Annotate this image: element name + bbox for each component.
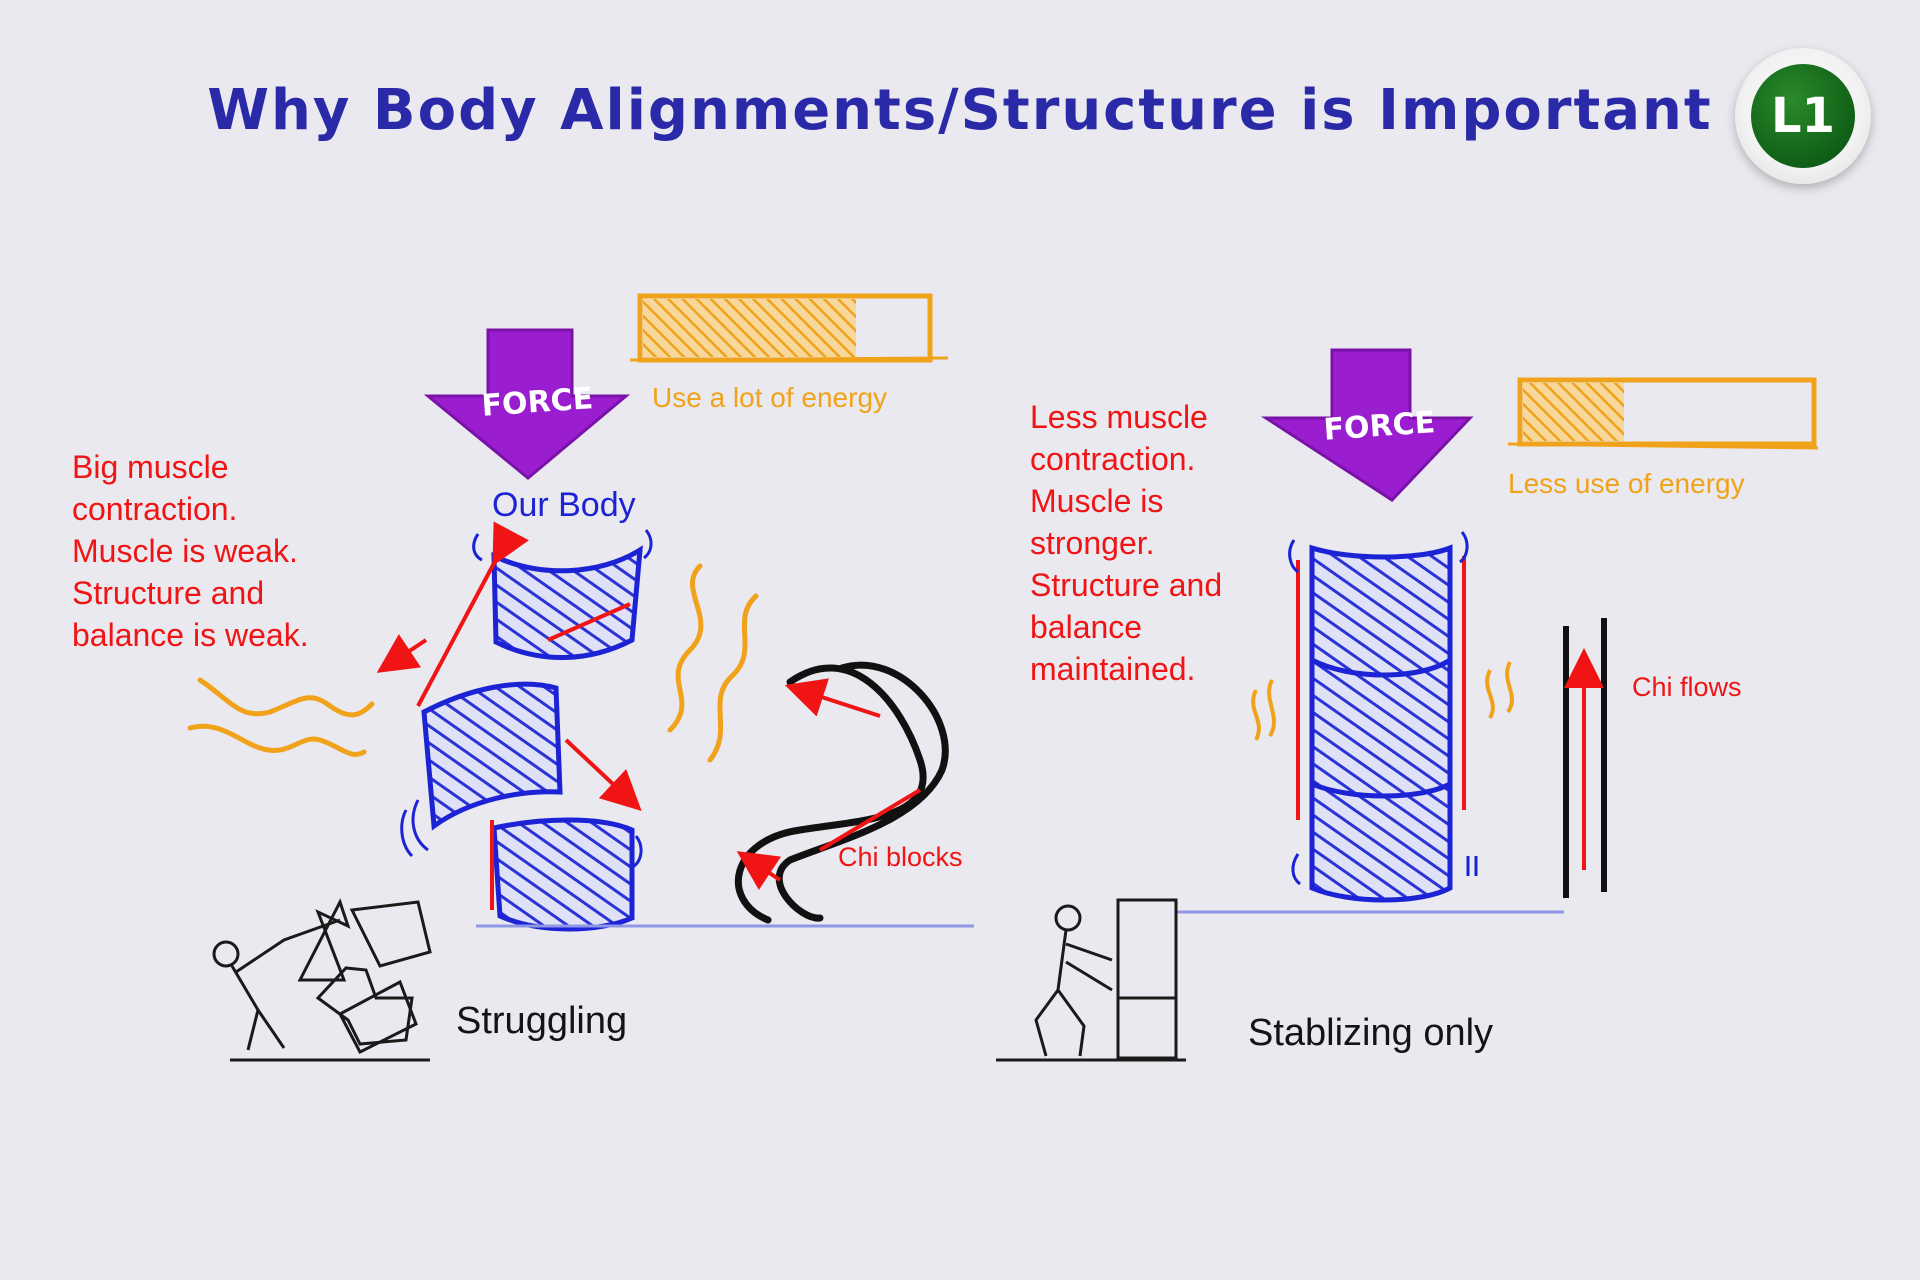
chi-flows-label: Chi flows — [1632, 672, 1742, 702]
chi-flows-lines — [1563, 618, 1607, 898]
force-arrow-right: FORCE — [1260, 348, 1474, 502]
right-muscle-note: Less muscle contraction. Muscle is stron… — [1030, 399, 1223, 687]
struggling-figure — [212, 898, 432, 1062]
chi-blocks-path — [734, 661, 949, 924]
left-energy-label: Use a lot of energy — [652, 382, 888, 413]
force-label-left: FORCE — [480, 381, 594, 424]
energy-bar-left — [629, 293, 949, 363]
stabilizing-caption: Stablizing only — [1248, 1012, 1494, 1054]
chi-blocks-label: Chi blocks — [838, 842, 963, 872]
strain-squiggles-right — [1251, 661, 1514, 741]
strain-squiggles-left — [187, 563, 759, 763]
left-muscle-note: Big muscle contraction. Muscle is weak. … — [72, 449, 309, 653]
body-cylinders-right — [1288, 531, 1478, 903]
muscle-arrows-left — [376, 521, 642, 910]
body-cylinders-left — [400, 529, 653, 932]
force-arrow-left: FORCE — [423, 328, 631, 480]
energy-bar-right — [1507, 377, 1819, 450]
right-energy-label: Less use of energy — [1508, 468, 1745, 499]
struggling-caption: Struggling — [456, 1000, 628, 1042]
page-title: Why Body Alignments/Structure is Importa… — [207, 78, 1713, 143]
body-label: Our Body — [492, 486, 636, 524]
force-label-right: FORCE — [1322, 405, 1436, 448]
level-badge: L1 — [1735, 48, 1871, 184]
stabilizing-figure — [996, 898, 1186, 1062]
level-badge-label: L1 — [1751, 64, 1855, 168]
